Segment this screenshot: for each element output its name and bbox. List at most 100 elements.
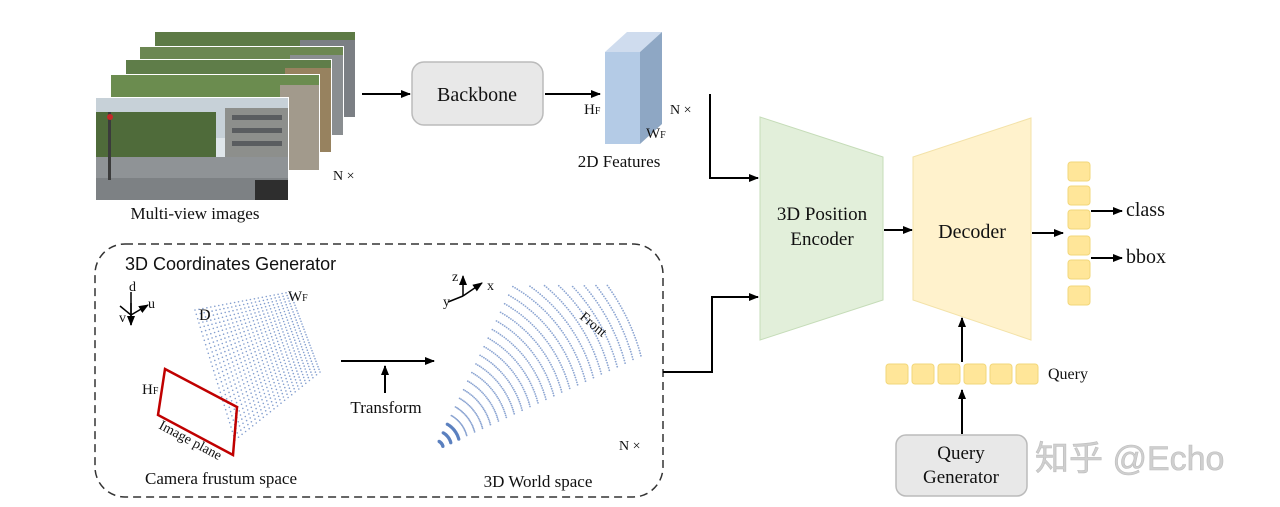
frustum-point [227, 349, 230, 351]
world-point [510, 295, 512, 298]
world-point [548, 301, 551, 304]
frustum-point [251, 343, 254, 346]
world-point [544, 372, 547, 374]
frustum-point [284, 374, 286, 377]
world-point [528, 308, 531, 311]
frustum-point [263, 302, 266, 305]
frustum-point [298, 340, 301, 343]
frustum-point [285, 326, 287, 329]
world-point [465, 433, 468, 435]
frustum-point [315, 360, 317, 363]
world-axes-icon: z x y [443, 270, 494, 310]
axis-z-label: z [452, 270, 458, 285]
frustum-point [271, 350, 274, 353]
world-point [480, 405, 483, 407]
frustum-point [233, 351, 235, 354]
frustum-point [231, 347, 234, 350]
frustum-point [278, 319, 280, 321]
frustum-point [229, 381, 231, 383]
output-tokens [1067, 161, 1091, 306]
world-point [509, 354, 512, 356]
world-point [533, 339, 536, 342]
frustum-point [200, 317, 203, 319]
axis-v-label: v [119, 311, 126, 326]
frustum-point [269, 295, 272, 297]
frustum-point [223, 404, 226, 407]
world-point [528, 347, 531, 350]
frustum-point [221, 316, 224, 319]
world-point [589, 343, 592, 346]
world-point [525, 330, 527, 333]
world-point [535, 397, 538, 400]
frustum-point [207, 352, 210, 355]
world-point [538, 305, 541, 307]
frustum-point [255, 422, 258, 424]
world-point [479, 354, 481, 357]
frustum-point [272, 365, 275, 368]
world-point [529, 382, 532, 385]
frustum-point [255, 354, 258, 357]
world-point [551, 390, 554, 392]
world-point [585, 287, 587, 289]
world-point [491, 405, 494, 408]
world-point [520, 302, 523, 305]
frustum-point [308, 365, 310, 368]
world-point [569, 362, 571, 365]
world-point [488, 420, 491, 422]
world-point [478, 388, 480, 391]
frustum-point [208, 342, 211, 345]
world-point [599, 344, 602, 347]
world-point [482, 380, 485, 382]
frustum-point [195, 313, 198, 316]
frustum-point [307, 352, 310, 354]
frustum-point [283, 298, 285, 300]
frustum-point [306, 349, 309, 352]
world-point [577, 291, 579, 294]
world-point [547, 314, 550, 316]
backbone-label: Backbone [437, 84, 517, 106]
world-point [531, 368, 534, 370]
world-point [495, 412, 497, 415]
world-point [578, 308, 581, 311]
world-point [523, 356, 526, 359]
world-point [503, 410, 506, 413]
frustum-point [306, 374, 309, 376]
world-point [531, 298, 533, 301]
frustum-point [254, 326, 257, 329]
world-point [528, 297, 531, 299]
world-point [525, 394, 528, 397]
frustum-point [232, 322, 234, 324]
world-point [526, 295, 529, 298]
camera-frustum-pointcloud [194, 291, 321, 441]
world-point [496, 416, 499, 419]
frustum-point [255, 380, 257, 382]
world-point [511, 386, 514, 389]
frustum-point [218, 387, 220, 389]
frustum-point [235, 346, 238, 348]
world-point [558, 359, 560, 362]
frustum-point [266, 373, 268, 376]
world-point [614, 358, 616, 360]
world-point [555, 355, 558, 358]
frustum-point [241, 393, 244, 395]
frustum-point [234, 397, 237, 400]
frustum-point [314, 371, 317, 373]
frustum-point [248, 413, 250, 415]
frustum-point [216, 326, 218, 329]
frustum-point [236, 309, 238, 311]
frustum-point [217, 358, 220, 360]
frustum-point [240, 403, 243, 406]
frustum-point [248, 306, 250, 308]
frustum-point [272, 404, 274, 407]
frustum-point [239, 385, 241, 387]
world-point [544, 396, 547, 398]
world-point [512, 410, 515, 413]
frustum-point [272, 328, 275, 330]
world-point [505, 377, 508, 380]
frustum-point [246, 325, 248, 328]
world-point [456, 406, 458, 409]
world-point [536, 315, 538, 318]
world-point [514, 287, 516, 289]
world-point [501, 323, 504, 326]
world-point [581, 370, 584, 373]
